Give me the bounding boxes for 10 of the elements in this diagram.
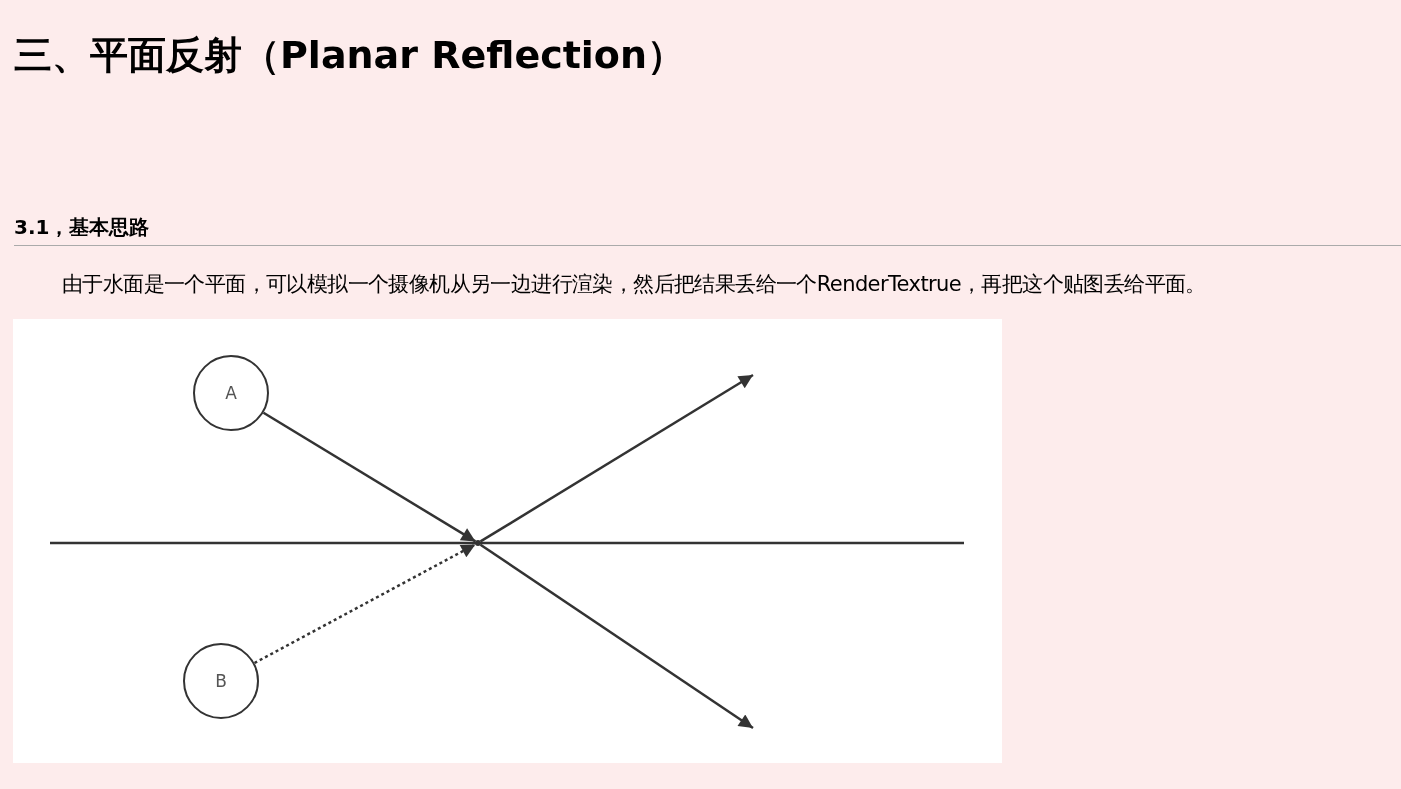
- arrow: [262, 411, 477, 543]
- dashed-arrow: [253, 543, 476, 665]
- circle-node: B: [183, 643, 259, 719]
- body-paragraph: 由于水面是一个平面，可以模拟一个摄像机从另一边进行渲染，然后把结果丢给一个RenderTextrue，再把这个贴图丢给平面。: [62, 271, 1206, 298]
- circle-node: A: [193, 355, 269, 431]
- arrow: [479, 373, 754, 543]
- section-heading: 3.1，基本思路: [14, 214, 150, 241]
- page-heading: 三、平面反射（Planar Reflection）: [14, 32, 686, 79]
- reflection-point: [475, 540, 481, 546]
- arrow: [479, 543, 754, 730]
